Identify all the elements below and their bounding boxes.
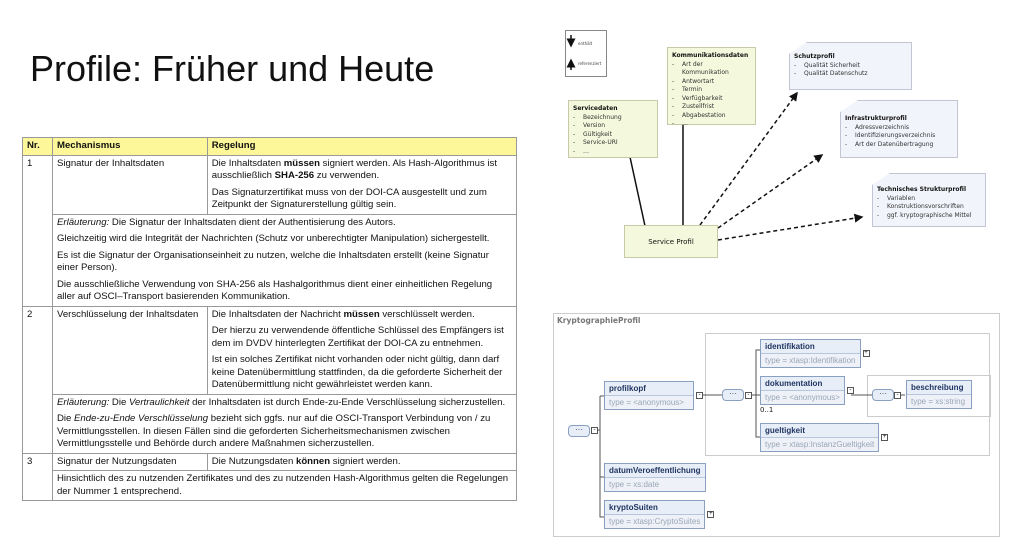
list-item: Qualität Sicherheit	[794, 62, 907, 71]
list-item: Adressverzeichnis	[845, 124, 953, 133]
note-paragraph: Die ausschließliche Verwendung von SHA-2…	[56, 278, 493, 303]
schema-title: KryptographieProfil	[557, 316, 641, 325]
list-item: Bezeichnung	[573, 114, 653, 123]
cell-rule: Die Nutzungsdaten können signiert werden…	[206, 452, 518, 471]
list-item: …	[573, 148, 653, 157]
expand-icon[interactable]: +	[862, 350, 870, 357]
list-item: Verfügbarkeit	[672, 95, 751, 104]
list-item: Service-URI	[573, 139, 653, 148]
box-infrastrukturprofil: InfrastrukturprofilAdressverzeichnisIden…	[840, 100, 958, 158]
arrow-infrastrukturprofil	[717, 154, 824, 229]
list-item: …	[672, 120, 751, 129]
cell-mechanism: Signatur der Inhaltsdaten	[51, 154, 208, 215]
note-row: Erläuterung: Die Signatur der Inhaltsdat…	[23, 213, 518, 307]
note-row: Hinsichtlich des zu nutzenden Zertifikat…	[23, 470, 518, 501]
box-kommunikationsdaten: KommunikationsdatenArt der Kommunikation…	[667, 47, 756, 128]
collapse-icon[interactable]: -	[846, 387, 854, 394]
list-item: Art der Kommunikation	[672, 61, 751, 78]
box-title: Kommunikationsdaten	[672, 52, 749, 59]
list-item: Konstruktionsvorschriften	[877, 203, 981, 212]
cell-note: Erläuterung: Die Vertraulichkeit der Inh…	[51, 393, 518, 454]
arrow-technisches-profil	[717, 213, 864, 241]
header-rule: Regelung	[206, 137, 518, 156]
sequence-icon[interactable]: ···	[872, 389, 894, 401]
legend-box: enthält referenziert	[565, 30, 607, 77]
list-item: Qualität Datenschutz	[794, 70, 907, 79]
cell-note: Hinsichtlich des zu nutzenden Zertifikat…	[51, 470, 518, 501]
collapse-icon[interactable]: -	[745, 392, 752, 399]
rule-paragraph: Die Inhaltsdaten der Nachricht müssen ve…	[211, 308, 475, 320]
box-title: Infrastrukturprofil	[845, 115, 907, 122]
note-paragraph: Erläuterung: Die Signatur der Inhaltsdat…	[56, 216, 396, 228]
list-item: Antwortart	[672, 78, 751, 87]
rule-paragraph: Ist ein solches Zertifikat nicht vorhand…	[211, 354, 503, 390]
list-item: Abgabestation	[672, 112, 751, 121]
box-servicedaten: ServicedatenBezeichnungVersionGültigkeit…	[568, 100, 658, 158]
box-title: Technisches Strukturprofil	[877, 186, 967, 193]
cell-nr: 3	[22, 452, 53, 501]
rule-paragraph: Der hierzu zu verwendende öffentliche Sc…	[211, 325, 504, 349]
list-item: Art der Datenübertragung	[845, 141, 953, 150]
list-item: Version	[573, 122, 653, 131]
arrow-schutzprofil	[699, 91, 798, 226]
box-service-profil: Service Profil	[624, 225, 718, 258]
rule-paragraph: Die Inhaltsdaten müssen signiert werden.…	[211, 157, 498, 182]
note-paragraph: Es ist die Signatur der Organisationsein…	[56, 249, 489, 274]
list-item: Variablen	[877, 195, 981, 204]
list-item: ggf. kryptographische Mittel	[877, 212, 981, 221]
expand-icon[interactable]: +	[707, 511, 715, 518]
note-paragraph: Die Ende-zu-Ende Verschlüsselung bezieht…	[56, 413, 491, 449]
expand-icon[interactable]: +	[881, 434, 889, 441]
collapse-icon[interactable]: -	[696, 392, 703, 399]
note-paragraph: Hinsichtlich des zu nutzenden Zertifikat…	[56, 473, 509, 497]
note-paragraph: Gleichzeitig wird die Integrität der Nac…	[56, 233, 490, 244]
slide-title: Profile: Früher und Heute	[30, 48, 435, 89]
cell-nr: 2	[22, 305, 53, 454]
collapse-icon[interactable]: -	[591, 427, 598, 434]
sequence-icon[interactable]: ···	[568, 425, 590, 437]
note-paragraph: Erläuterung: Die Vertraulichkeit der Inh…	[56, 396, 506, 408]
list-item: Identifizierungsverzeichnis	[845, 132, 953, 141]
box-title: Servicedaten	[573, 105, 618, 112]
list-item: Termin	[672, 86, 751, 95]
sequence-icon[interactable]: ···	[722, 389, 744, 401]
cell-nr: 1	[22, 154, 53, 307]
cell-rule: Die Inhaltsdaten der Nachricht müssen ve…	[206, 305, 518, 395]
legend-references: referenziert	[578, 61, 602, 66]
line-servicedaten	[629, 156, 646, 227]
cell-rule: Die Inhaltsdaten müssen signiert werden.…	[206, 154, 518, 215]
cell-mechanism: Verschlüsselung der Inhaltsdaten	[51, 305, 208, 395]
rule-paragraph: Das Signaturzertifikat muss von der DOI-…	[211, 186, 487, 211]
header-mechanism: Mechanismus	[51, 137, 208, 156]
rule-paragraph: Die Nutzungsdaten können signiert werden…	[211, 455, 401, 467]
box-schutzprofil: SchutzprofilQualität SicherheitQualität …	[789, 42, 912, 90]
cardinality-label: 0..1	[760, 406, 774, 414]
list-item: Zustellfrist	[672, 103, 751, 112]
list-item: Gültigkeit	[573, 131, 653, 140]
cell-note: Erläuterung: Die Signatur der Inhaltsdat…	[51, 213, 518, 307]
box-technisches-strukturprofil: Technisches StrukturprofilVariablenKonst…	[872, 173, 986, 227]
legend-contains: enthält	[578, 41, 593, 46]
collapse-icon[interactable]: -	[894, 392, 901, 399]
note-row: Erläuterung: Die Vertraulichkeit der Inh…	[23, 393, 518, 454]
box-title: Schutzprofil	[794, 53, 835, 60]
